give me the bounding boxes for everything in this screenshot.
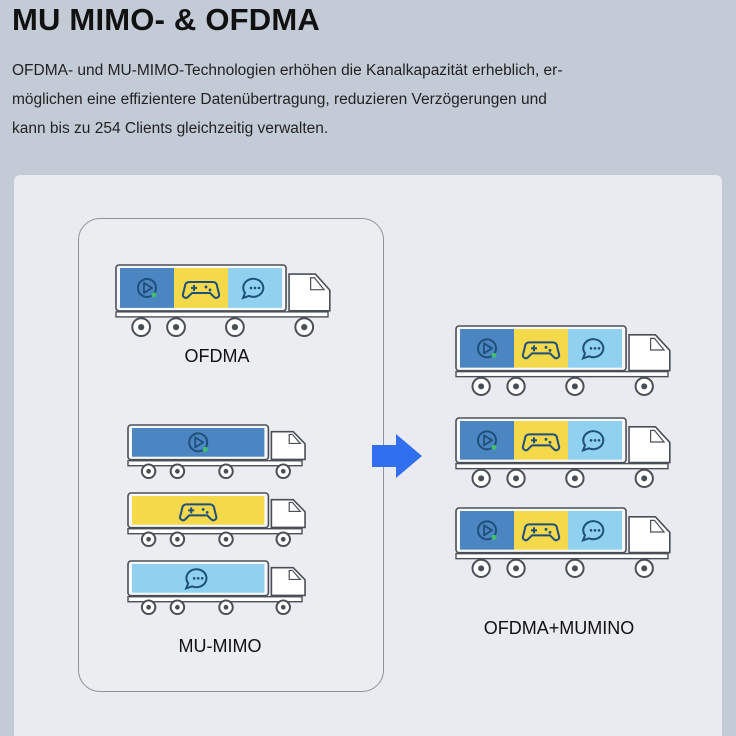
- chat-bubble-icon: [581, 520, 605, 542]
- mumimo-game-truck: [127, 492, 306, 547]
- combined-truck-1: [455, 325, 671, 397]
- mumimo-video-truck: [127, 424, 306, 479]
- gamepad-icon: [521, 433, 561, 452]
- combined-truck-3: [455, 507, 671, 579]
- gamepad-icon: [521, 341, 561, 360]
- ofdma-caption: OFDMA: [184, 346, 250, 366]
- right-arrow-icon: [372, 434, 422, 478]
- gamepad-icon: [179, 503, 218, 522]
- mumimo-caption: MU-MIMO: [178, 636, 262, 656]
- ofdma-truck: [115, 264, 331, 337]
- play-icon: [188, 432, 209, 453]
- description: OFDMA- und MU-MIMO-Technologien erhöhen …: [12, 56, 712, 143]
- page-title: MU MIMO- & OFDMA: [12, 2, 320, 37]
- chat-bubble-icon: [241, 277, 265, 300]
- gamepad-icon: [181, 280, 221, 299]
- combined-caption: OFDMA+MUMINO: [483, 618, 635, 638]
- chat-bubble-icon: [184, 568, 208, 590]
- description-line-1: OFDMA- und MU-MIMO-Technologien erhöhen …: [12, 62, 563, 79]
- description-line-3: kann bis zu 254 Clients gleichzeitig ver…: [12, 120, 329, 137]
- chat-bubble-icon: [581, 338, 605, 360]
- chat-bubble-icon: [581, 430, 605, 452]
- play-icon: [477, 520, 498, 541]
- combined-truck-2: [455, 417, 671, 489]
- gamepad-icon: [521, 523, 561, 542]
- mumimo-chat-truck: [127, 560, 306, 615]
- play-icon: [137, 277, 158, 298]
- play-icon: [477, 430, 498, 451]
- play-icon: [477, 338, 498, 359]
- description-line-2: möglichen eine effizientere Datenübertra…: [12, 91, 547, 108]
